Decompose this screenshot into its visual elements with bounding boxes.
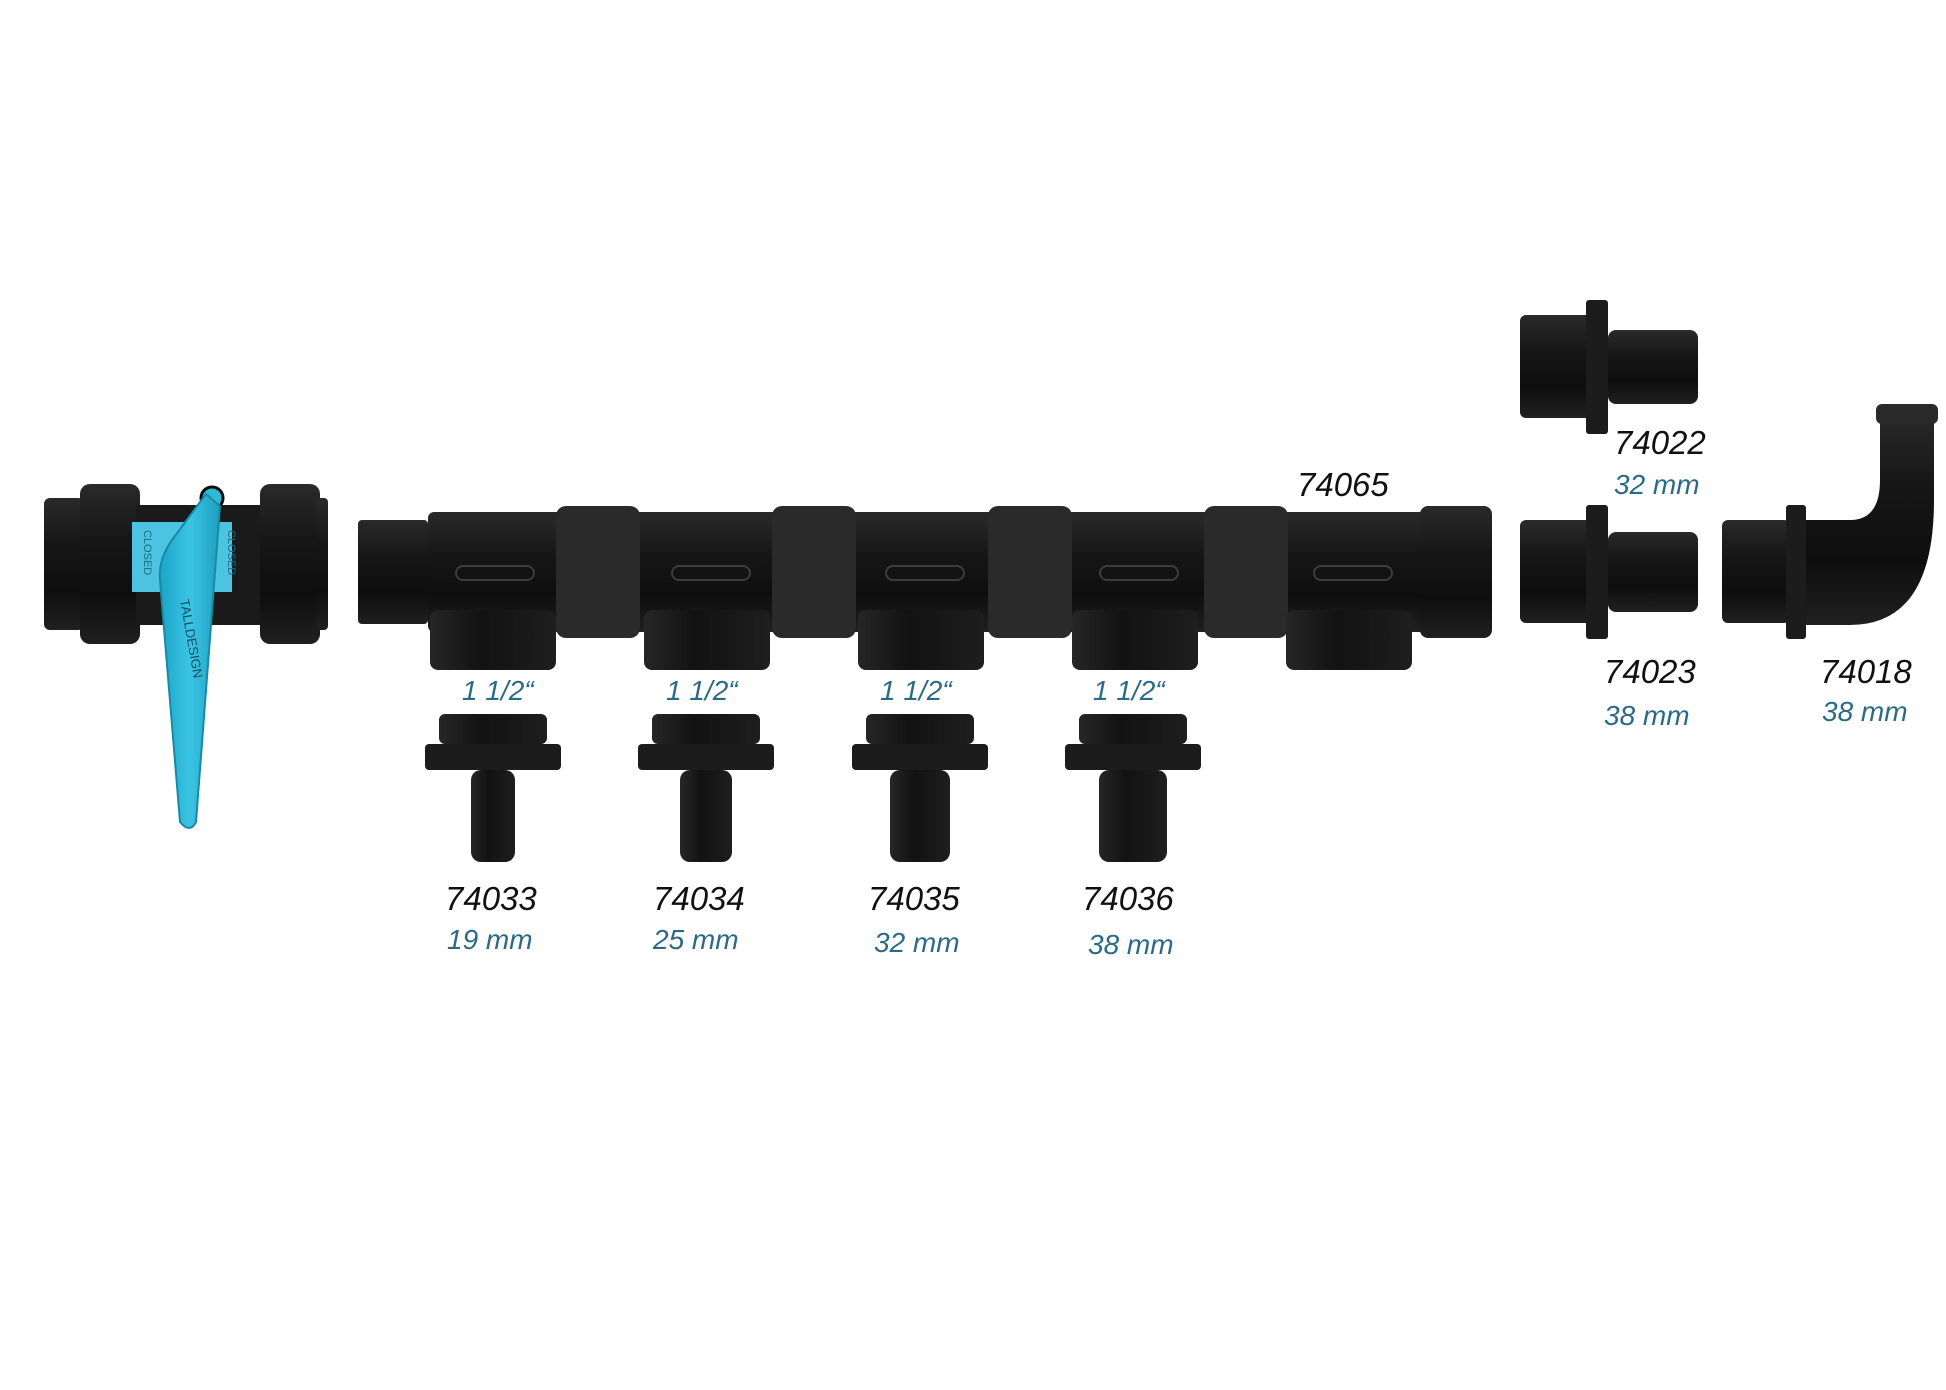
manifold-icon (358, 506, 1492, 670)
valve-tag-right: CLOSED (225, 530, 237, 575)
outlet-thread-label: 1 1/2“ (1093, 675, 1166, 706)
adapter-74023-icon (1520, 505, 1698, 639)
tail-size: 25 mm (652, 924, 739, 955)
adapter-code-74022: 74022 (1614, 424, 1706, 461)
hose-tail-icon (425, 714, 1201, 862)
adapter-code-74018: 74018 (1820, 653, 1912, 690)
adapter-code-74023: 74023 (1604, 653, 1696, 690)
ball-valve-icon: CLOSED CLOSED TALLDESIGN (44, 484, 328, 829)
hose-tail-74034-icon (638, 714, 774, 862)
hose-tail-74035-icon (852, 714, 988, 862)
manifold-code: 74065 (1297, 466, 1389, 503)
adapter-size-74018: 38 mm (1822, 696, 1908, 727)
elbow-icon (1722, 404, 1938, 639)
tail-size: 32 mm (874, 927, 960, 958)
tail-code: 74034 (653, 880, 745, 917)
tail-size: 38 mm (1088, 929, 1174, 960)
tail-code: 74036 (1082, 880, 1174, 917)
outlet-thread-label: 1 1/2“ (880, 675, 953, 706)
adapter-74022-icon (1520, 300, 1698, 434)
valve-tag-left: CLOSED (141, 530, 153, 575)
tail-code: 74033 (445, 880, 537, 917)
outlet-thread-label: 1 1/2“ (666, 675, 739, 706)
tail-size: 19 mm (447, 924, 533, 955)
hose-tail-74033-icon (425, 714, 561, 862)
tail-code: 74035 (868, 880, 960, 917)
adapter-size-74023: 38 mm (1604, 700, 1690, 731)
outlet-thread-labels: 1 1/2“ 1 1/2“ 1 1/2“ 1 1/2“ (462, 675, 1166, 706)
hose-tail-74036-icon (1065, 714, 1201, 862)
outlet-thread-label: 1 1/2“ (462, 675, 535, 706)
tail-labels: 74033 19 mm 74034 25 mm 74035 32 mm 74036 38 mm (445, 880, 1174, 960)
adapter-size-74022: 32 mm (1614, 469, 1700, 500)
